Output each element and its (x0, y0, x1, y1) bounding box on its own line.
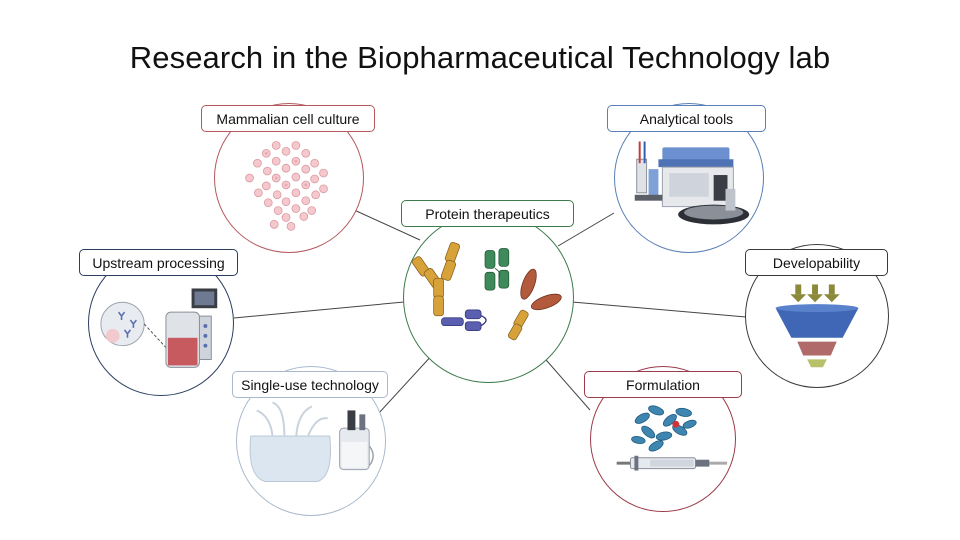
page-title: Research in the Biopharmaceutical Techno… (129, 40, 831, 75)
node-protein-therapeutics (403, 212, 574, 383)
label-single-use-technology: Single-use technology (232, 371, 388, 398)
connector-developability (571, 301, 747, 318)
connector-single-use (377, 352, 435, 415)
connector-formulation (539, 352, 591, 411)
label-upstream-processing: Upstream processing (79, 249, 238, 276)
lab-instrument-icon (634, 141, 750, 225)
connector-analytical (557, 212, 615, 247)
label-developability: Developability (745, 249, 888, 276)
protein-antibodies-icon (411, 241, 562, 341)
funnel-icon (775, 284, 859, 368)
connector-mammalian (351, 208, 421, 241)
label-mammalian-cell-culture: Mammalian cell culture (201, 105, 375, 132)
bioreactor-icon (100, 288, 218, 368)
protein-syringe-icon (616, 405, 728, 471)
connector-upstream (233, 301, 405, 319)
single-use-bag-icon (249, 401, 374, 482)
label-protein-therapeutics: Protein therapeutics (401, 200, 574, 227)
label-formulation: Formulation (584, 371, 742, 398)
cell-cluster-icon (245, 141, 328, 231)
label-analytical-tools: Analytical tools (607, 105, 766, 132)
